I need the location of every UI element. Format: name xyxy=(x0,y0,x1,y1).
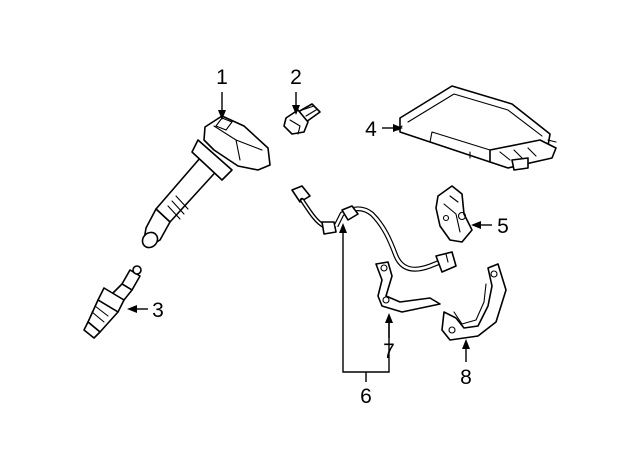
callout-1: 1 xyxy=(216,66,228,89)
spark-plug-icon xyxy=(83,265,142,339)
callout-2: 2 xyxy=(290,66,302,89)
callout-6: 6 xyxy=(360,385,372,408)
sensor-icon xyxy=(435,185,473,243)
callout-7: 7 xyxy=(383,340,395,363)
callout-3: 3 xyxy=(152,299,164,322)
control-module-icon xyxy=(397,85,557,171)
bolt-icon xyxy=(283,103,321,135)
callout-8: 8 xyxy=(460,366,472,389)
callout-4: 4 xyxy=(365,118,377,141)
wire-harness-icon xyxy=(291,185,457,273)
ignition-coil-icon xyxy=(141,115,271,249)
bracket-icon xyxy=(441,263,507,341)
mounting-bracket-icon xyxy=(375,261,441,313)
callout-5: 5 xyxy=(497,215,509,238)
leader-lines xyxy=(127,92,492,382)
